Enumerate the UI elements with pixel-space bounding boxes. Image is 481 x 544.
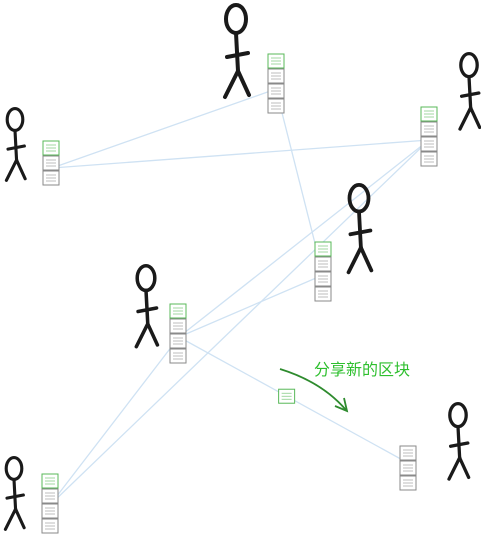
new-block: [314, 241, 332, 257]
block: [314, 271, 332, 287]
share-new-block-label: 分享新的区块: [314, 360, 410, 379]
person-icon-F: [3, 456, 26, 531]
network-link-A-B: [51, 88, 277, 169]
blockchain-stack-E: [169, 303, 187, 364]
arrow-head-icon: [334, 397, 349, 413]
person-icon-D: [346, 183, 374, 275]
block: [399, 475, 417, 491]
network-link-E-F: [49, 336, 180, 506]
network-link-C-F: [49, 139, 430, 506]
block: [267, 98, 285, 114]
shared-new-block: [278, 388, 296, 404]
new-block: [420, 106, 438, 122]
person-icon-E: [134, 264, 160, 349]
network-links: [49, 88, 430, 506]
block: [169, 318, 187, 334]
block: [41, 518, 59, 534]
block: [399, 460, 417, 476]
person-icon-G: [447, 402, 471, 481]
person-icon-A: [4, 107, 27, 182]
block: [420, 121, 438, 137]
new-block: [169, 303, 187, 319]
share-arrow-icon: [279, 368, 347, 411]
network-link-E-D: [178, 274, 324, 338]
person-icon-B: [223, 3, 251, 99]
block: [314, 256, 332, 272]
blockchain-stack-D: [314, 241, 332, 302]
block: [169, 348, 187, 364]
new-block: [267, 53, 285, 69]
traveling-block: [278, 388, 296, 404]
block: [41, 503, 59, 519]
network-link-C-E: [178, 139, 430, 338]
person-icon-C: [458, 52, 481, 131]
block: [42, 170, 60, 186]
block: [169, 333, 187, 349]
new-block: [42, 140, 60, 156]
network-link-A-C: [51, 139, 430, 169]
block: [314, 286, 332, 302]
participants: [3, 3, 481, 531]
block: [41, 488, 59, 504]
blockchain-stack-F: [41, 473, 59, 534]
blockchain-stack-B: [267, 53, 285, 114]
block: [267, 83, 285, 99]
block: [420, 136, 438, 152]
block: [420, 151, 438, 167]
block: [267, 68, 285, 84]
block: [399, 445, 417, 461]
blockchain-stack-G: [399, 445, 417, 491]
block: [42, 155, 60, 171]
block-stacks: [41, 53, 438, 534]
blockchain-stack-C: [420, 106, 438, 167]
new-block: [41, 473, 59, 489]
blockchain-stack-A: [42, 140, 60, 186]
